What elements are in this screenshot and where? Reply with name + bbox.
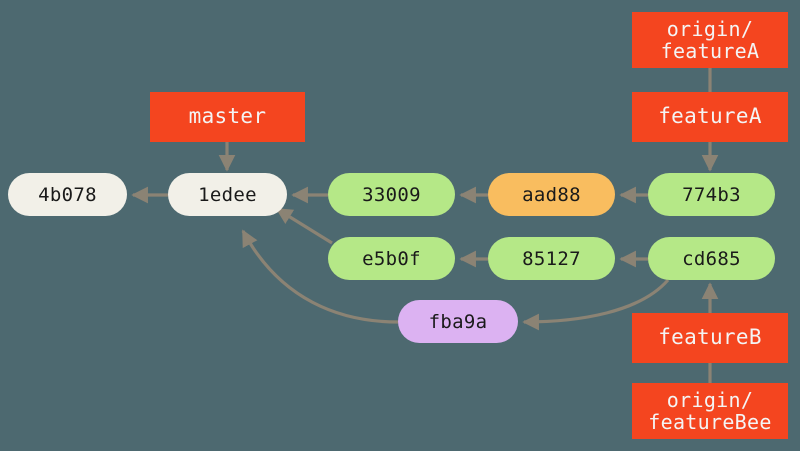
commit-node-fba9a[interactable]: fba9a	[398, 300, 518, 343]
branch-label-origin-featureBee[interactable]: origin/ featureBee	[632, 383, 788, 439]
branch-label-text: featureA	[658, 104, 762, 129]
commit-node-1edee[interactable]: 1edee	[168, 173, 287, 216]
commit-node-33009[interactable]: 33009	[328, 173, 455, 216]
edge-e5b0f-to-1edee	[275, 207, 333, 245]
commit-label: 774b3	[682, 183, 741, 206]
branch-label-featureB[interactable]: featureB	[632, 313, 788, 363]
commit-node-774b3[interactable]: 774b3	[648, 173, 775, 216]
branch-label-text: origin/ featureBee	[648, 387, 772, 434]
branch-label-line-2: featureBee	[648, 410, 772, 434]
commit-label: 33009	[362, 183, 421, 206]
commit-label: fba9a	[428, 310, 488, 333]
branch-label-master[interactable]: master	[150, 92, 305, 142]
commit-label: 1edee	[198, 183, 257, 206]
branch-label-line-1: origin/	[666, 16, 754, 41]
branch-label-line-1: origin/	[666, 387, 754, 412]
branch-label-text: origin/ featureA	[660, 16, 760, 63]
commit-label: e5b0f	[362, 247, 421, 270]
edge-cd685-to-fba9a	[522, 278, 670, 331]
branch-label-origin-featureA[interactable]: origin/ featureA	[632, 12, 788, 68]
commit-node-e5b0f[interactable]: e5b0f	[328, 237, 455, 280]
commit-label: 4b078	[38, 183, 97, 206]
commit-label: 85127	[522, 247, 581, 270]
branch-label-featureA[interactable]: featureA	[632, 92, 788, 142]
commit-node-cd685[interactable]: cd685	[648, 237, 775, 280]
branch-label-text: featureB	[658, 325, 762, 350]
commit-node-85127[interactable]: 85127	[488, 237, 615, 280]
edge-fba9a-to-1edee	[241, 229, 399, 324]
commit-node-aad88[interactable]: aad88	[488, 173, 615, 216]
commit-node-4b078[interactable]: 4b078	[8, 173, 127, 216]
commit-label: cd685	[682, 247, 741, 270]
commit-label: aad88	[522, 183, 581, 206]
branch-label-text: master	[188, 104, 267, 129]
branch-label-line-2: featureA	[660, 39, 760, 63]
